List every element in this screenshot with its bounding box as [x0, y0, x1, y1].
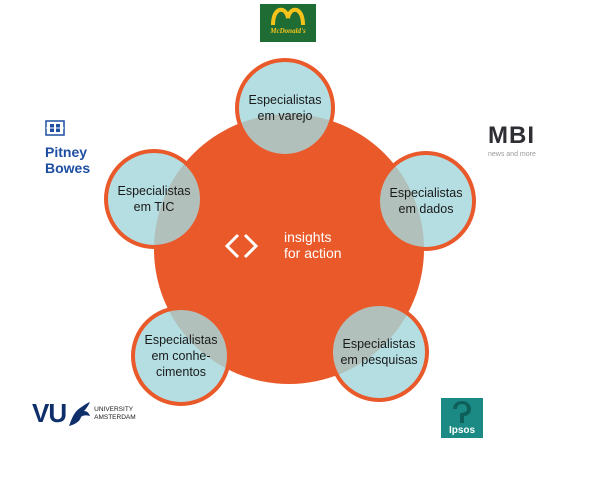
golden-arches-icon [271, 7, 305, 26]
vu-amsterdam-logo: VU UNIVERSITY AMSTERDAM [32, 398, 136, 429]
node-dados: Especialistas em dados [376, 151, 476, 251]
vu-line1: UNIVERSITY [94, 405, 134, 413]
mbi-logo: MBI news and more [488, 122, 536, 159]
vu-wordmark: VU [32, 398, 67, 428]
pb-emblem-icon [45, 120, 65, 136]
pitney-bowes-line1: Pitney [45, 144, 88, 160]
node-dados-label: Especialistas em dados [389, 186, 463, 216]
griffin-icon [69, 401, 91, 426]
mcdonalds-logo: McDonald's [260, 4, 316, 42]
vu-line2: AMSTERDAM [94, 413, 136, 421]
node-tic-label: Especialistas em TIC [117, 184, 191, 214]
mcdonalds-wordmark: McDonald's [270, 27, 306, 35]
ipsos-wordmark: Ipsos [448, 425, 476, 436]
node-varejo: Especialistas em varejo [235, 58, 335, 158]
node-conhecimentos: Especialistas em conhe- cimentos [131, 306, 231, 406]
node-pesquisas: Especialistas em pesquisas [329, 302, 429, 402]
pitney-bowes-logo: Pitney Bowes [45, 120, 90, 176]
hub-label: insights for action [284, 229, 342, 261]
angle-brackets-icon [224, 233, 259, 259]
mbi-tagline: news and more [488, 151, 536, 158]
hub-label-line2: for action [284, 245, 342, 261]
mbi-wordmark: MBI [488, 122, 535, 149]
node-varejo-label: Especialistas em varejo [248, 93, 322, 123]
node-tic: Especialistas em TIC [104, 149, 204, 249]
ipsos-logo: Ipsos [441, 398, 483, 438]
node-pesquisas-label: Especialistas em pesquisas [340, 337, 418, 367]
node-conhecimentos-label: Especialistas em conhe- cimentos [144, 333, 218, 379]
ipsos-emblem-icon [453, 401, 471, 423]
hub-label-line1: insights [284, 229, 332, 245]
pitney-bowes-line2: Bowes [45, 160, 91, 176]
